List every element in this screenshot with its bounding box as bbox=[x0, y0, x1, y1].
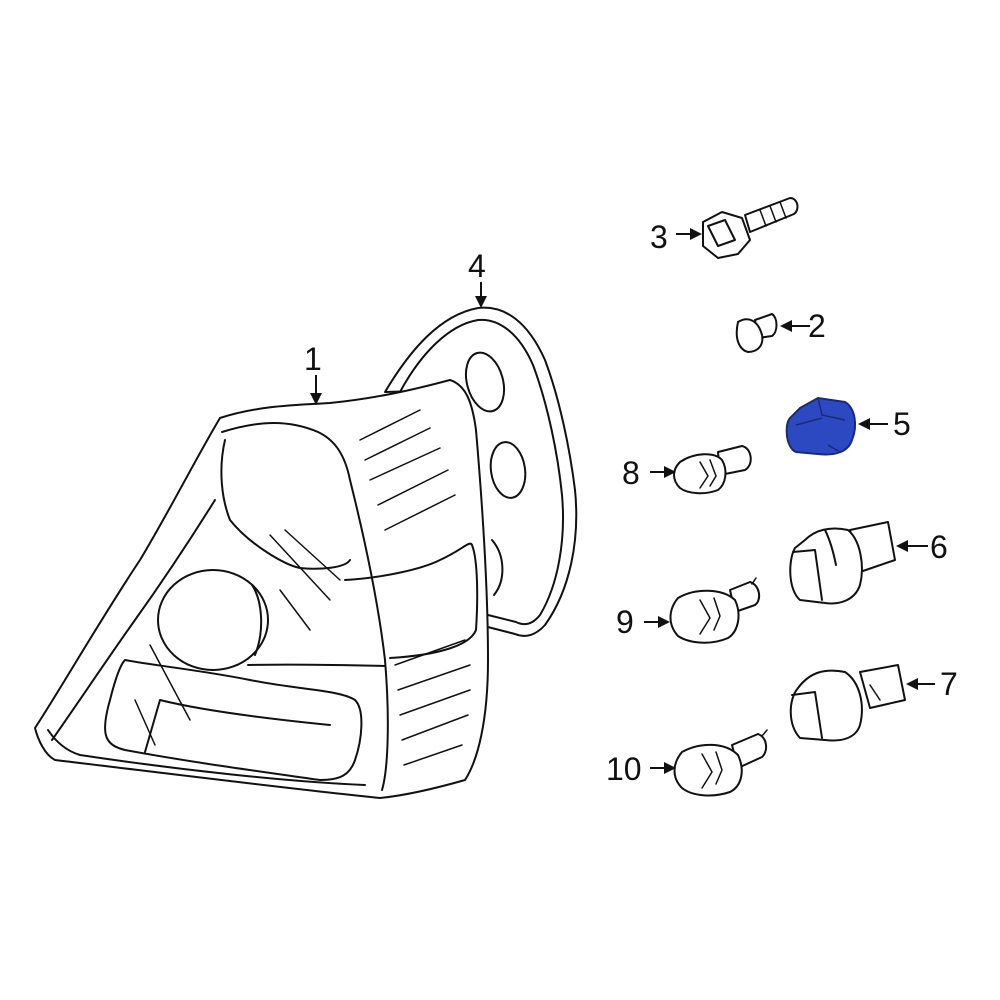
bolt-part-3[interactable] bbox=[702, 197, 799, 259]
callout-3: 3 bbox=[650, 219, 668, 255]
callout-1: 1 bbox=[304, 341, 322, 377]
callout-9: 9 bbox=[616, 604, 634, 640]
callout-2: 2 bbox=[808, 308, 826, 344]
socket-part-6[interactable] bbox=[789, 521, 896, 605]
tail-lamp-part-1[interactable] bbox=[34, 379, 489, 799]
bulb-part-9[interactable] bbox=[669, 577, 761, 644]
callout-7: 7 bbox=[940, 666, 958, 702]
callout-4: 4 bbox=[468, 248, 486, 284]
bulb-part-10[interactable] bbox=[673, 729, 768, 797]
clip-part-2[interactable] bbox=[735, 313, 778, 353]
socket-part-5[interactable] bbox=[785, 396, 857, 456]
bulb-part-8[interactable] bbox=[673, 445, 752, 495]
socket-highlight-fill bbox=[785, 396, 857, 456]
callout-8: 8 bbox=[622, 455, 640, 491]
callout-10: 10 bbox=[606, 751, 642, 787]
socket-part-7[interactable] bbox=[789, 664, 906, 742]
callout-arrows bbox=[310, 228, 935, 774]
callout-5: 5 bbox=[893, 406, 911, 442]
callout-labels: 1 4 3 2 5 6 7 8 9 10 bbox=[304, 219, 958, 787]
callout-6: 6 bbox=[930, 529, 948, 565]
